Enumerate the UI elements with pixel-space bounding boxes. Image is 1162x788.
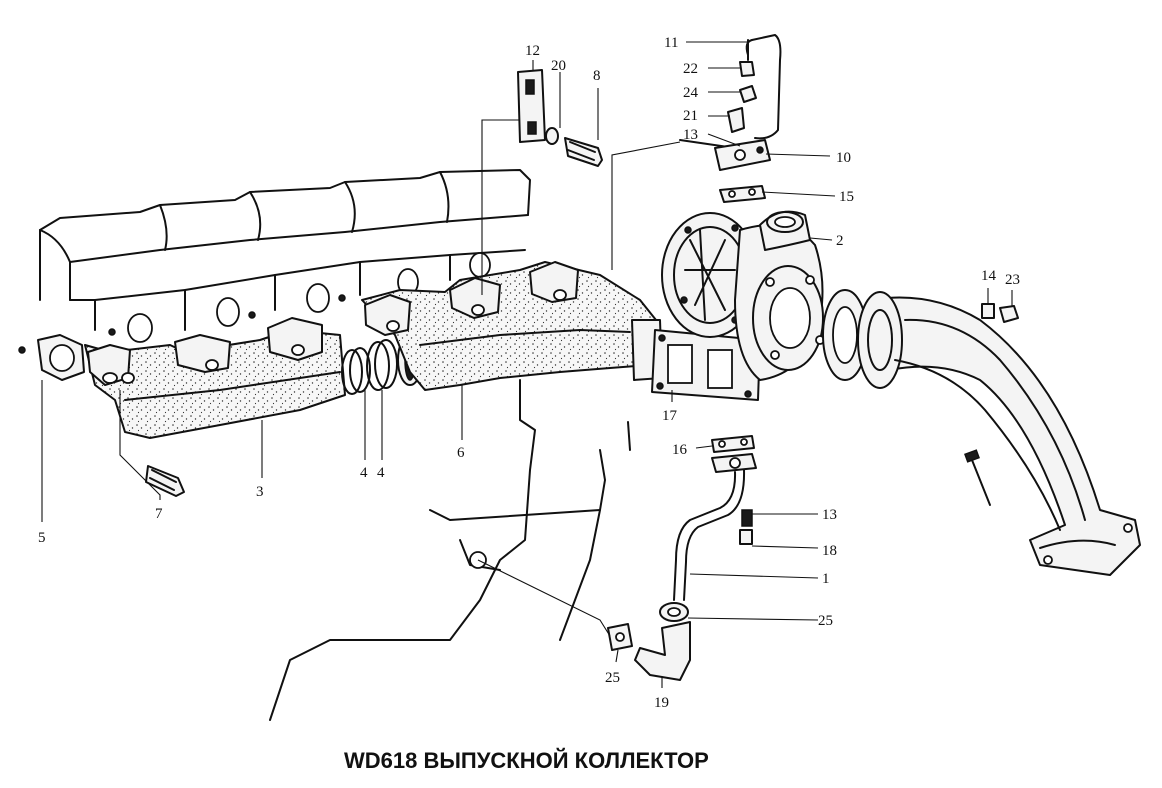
callout-23: 23 <box>1005 272 1020 288</box>
callout-22: 22 <box>683 61 698 77</box>
callout-8: 8 <box>593 68 601 84</box>
leader-lines <box>41 41 1013 688</box>
turbocharger <box>661 210 825 381</box>
callout-4-left: 4 <box>360 465 368 481</box>
callout-2: 2 <box>836 233 844 249</box>
diagram-title: WD618 ВЫПУСКНОЙ КОЛЛЕКТОР <box>344 748 709 773</box>
callout-24: 24 <box>683 85 699 101</box>
engine-block <box>18 169 631 721</box>
callout-12: 12 <box>525 43 540 59</box>
oil-return-assembly <box>607 435 757 681</box>
callout-18: 18 <box>822 543 837 559</box>
callout-4-right: 4 <box>377 465 385 481</box>
turbo-gasket <box>651 329 761 401</box>
exhaust-elbow <box>822 289 1141 576</box>
callout-11: 11 <box>664 35 678 51</box>
callout-13-bottom: 13 <box>822 507 837 523</box>
callout-6: 6 <box>457 445 465 461</box>
callout-3: 3 <box>256 484 264 500</box>
callout-14: 14 <box>981 268 997 284</box>
callout-16: 16 <box>672 442 688 458</box>
callout-17: 17 <box>662 408 678 424</box>
callout-labels: 1 2 3 4 4 5 6 7 8 10 11 12 13 13 14 15 1… <box>38 35 1020 711</box>
bolt-7 <box>145 465 185 497</box>
callout-25-left: 25 <box>605 670 620 686</box>
callout-25-right: 25 <box>818 613 833 629</box>
callout-7: 7 <box>155 506 163 522</box>
bracket-assembly <box>517 69 603 167</box>
manifold-front-section <box>37 317 346 439</box>
oil-feed-assembly <box>679 34 782 203</box>
callout-15: 15 <box>839 189 854 205</box>
callout-21: 21 <box>683 108 698 124</box>
callout-10: 10 <box>836 150 851 166</box>
callout-1: 1 <box>822 571 830 587</box>
callout-5: 5 <box>38 530 46 546</box>
bolt-14-nut-23 <box>981 303 1019 323</box>
callout-19: 19 <box>654 695 669 711</box>
callout-20: 20 <box>551 58 566 74</box>
callout-13-top: 13 <box>683 127 698 143</box>
